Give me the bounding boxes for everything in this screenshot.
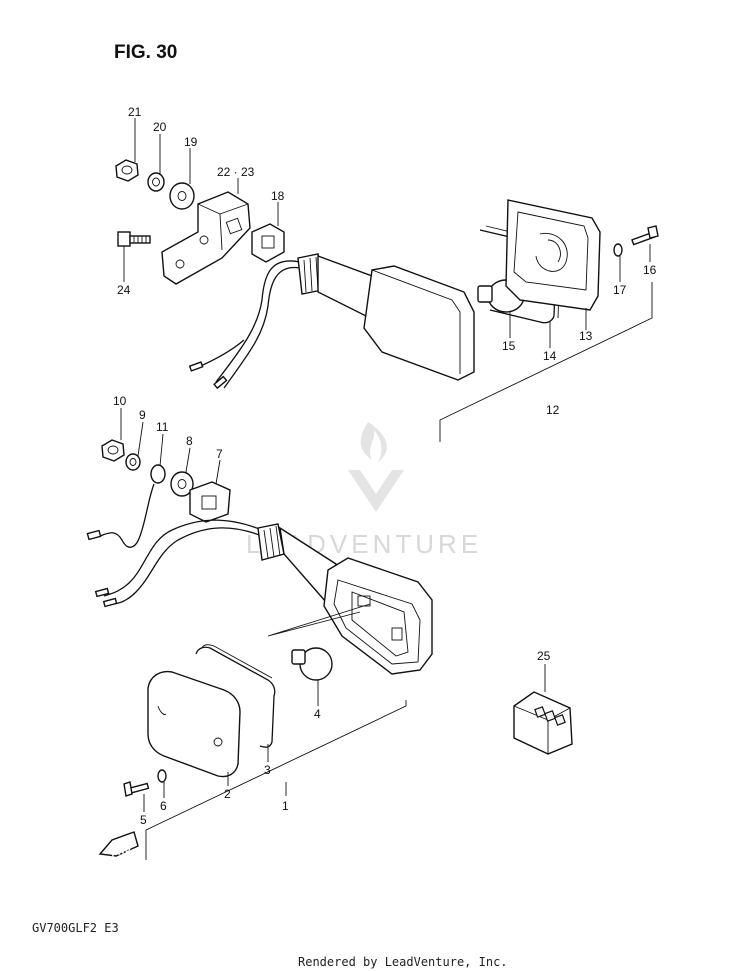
grommet-18-drawing [251, 223, 285, 263]
lens-13-drawing [505, 199, 601, 311]
screw-16-drawing [631, 225, 659, 246]
callout-22-23: 22 · 23 [217, 165, 255, 179]
bulb-4-drawing [267, 603, 371, 681]
callout-24: 24 [117, 283, 131, 297]
callout-10: 10 [113, 394, 127, 408]
callout-2: 2 [224, 787, 231, 801]
callout-6: 6 [160, 799, 167, 813]
callout-3: 3 [264, 763, 271, 777]
nut-21-drawing [115, 159, 139, 182]
callout-1: 1 [282, 799, 289, 813]
fwd-arrow-icon [98, 831, 139, 857]
watermark-logo [348, 422, 404, 512]
bolt-24-drawing [117, 231, 151, 247]
relay-25-drawing [513, 691, 573, 755]
callout-15: 15 [502, 339, 516, 353]
upper-wiring-drawing [188, 253, 373, 390]
lower-lamp-housing-drawing [323, 557, 433, 675]
washer-17-drawing [613, 243, 623, 257]
figure-title: FIG. 30 [114, 42, 177, 63]
upper-lamp-housing-drawing [363, 265, 475, 381]
screw-5-drawing [123, 781, 150, 797]
washer-19-drawing [169, 182, 195, 210]
callout-8: 8 [186, 434, 193, 448]
callout-19: 19 [184, 135, 198, 149]
callout-21: 21 [128, 105, 142, 119]
callout-20: 20 [153, 120, 167, 134]
callout-13: 13 [579, 329, 593, 343]
callout-14: 14 [543, 349, 557, 363]
lower-leader-lines [120, 408, 546, 860]
washer-6-drawing [157, 769, 167, 783]
washer-8-drawing [170, 471, 194, 497]
callout-16: 16 [643, 263, 657, 277]
lower-wiring-drawing [94, 519, 337, 608]
callout-18: 18 [271, 189, 285, 203]
callout-4: 4 [314, 707, 321, 721]
model-code: GV700GLF2 E3 [32, 921, 119, 935]
callout-7: 7 [216, 447, 223, 461]
callout-25: 25 [537, 649, 551, 663]
callout-17: 17 [613, 283, 627, 297]
callout-12: 12 [546, 403, 560, 417]
callout-11: 11 [156, 420, 169, 434]
nut-10-drawing [101, 439, 125, 462]
callout-labels: 21 20 19 22 · 23 18 24 15 14 13 17 16 12… [113, 105, 657, 827]
ground-wire-11-drawing [86, 464, 166, 548]
lens-2-drawing [147, 670, 241, 778]
grommet-7-drawing [189, 481, 231, 523]
lock-washer-9-drawing [125, 453, 141, 471]
callout-9: 9 [139, 408, 146, 422]
rendered-by: Rendered by LeadVenture, Inc. [298, 955, 508, 969]
callout-5: 5 [140, 813, 147, 827]
bracket-22-23-drawing [161, 191, 251, 285]
lock-washer-20-drawing [147, 172, 165, 192]
upper-leader-lines [123, 118, 653, 442]
